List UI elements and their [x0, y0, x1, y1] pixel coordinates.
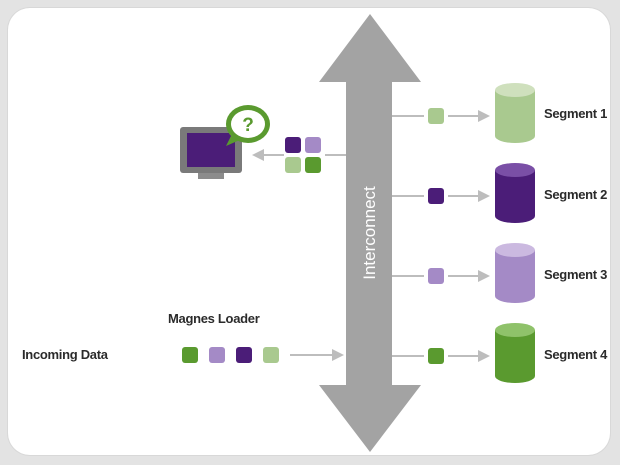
connector-arrowhead — [478, 110, 490, 122]
segment-row-4 — [392, 323, 535, 383]
segment-packet — [428, 348, 444, 364]
segments-group — [392, 83, 535, 383]
monitor-icon — [180, 127, 242, 179]
segment-4-label: Segment 4 — [544, 347, 608, 362]
question-bubble-icon: ? — [226, 105, 270, 146]
result-packet — [305, 137, 321, 153]
incoming-packet — [182, 347, 198, 363]
connector-arrowhead — [478, 350, 490, 362]
result-packets-grid — [285, 137, 321, 173]
segment-row-3 — [392, 243, 535, 303]
connector-arrowhead — [478, 190, 490, 202]
interconnect-label: Interconnect — [360, 186, 379, 280]
segment-row-2 — [392, 163, 535, 223]
result-packet — [305, 157, 321, 173]
segment-packet — [428, 108, 444, 124]
incoming-packet — [236, 347, 252, 363]
incoming-packet — [263, 347, 279, 363]
return-arrow — [252, 149, 346, 161]
result-packet — [285, 137, 301, 153]
database-icon — [495, 163, 535, 223]
incoming-packets — [182, 347, 279, 363]
result-packet — [285, 157, 301, 173]
connector-arrowhead — [478, 270, 490, 282]
database-icon — [495, 243, 535, 303]
database-icon — [495, 83, 535, 143]
segment-3-label: Segment 3 — [544, 267, 608, 282]
incoming-packet — [209, 347, 225, 363]
segment-packet — [428, 268, 444, 284]
incoming-arrow — [290, 349, 344, 361]
interconnect-arrow — [319, 14, 421, 452]
segment-row-1 — [392, 83, 535, 143]
segment-2-label: Segment 2 — [544, 187, 608, 202]
segment-1-label: Segment 1 — [544, 106, 608, 121]
incoming-data-label: Incoming Data — [22, 347, 108, 362]
svg-text:?: ? — [242, 115, 254, 136]
segment-packet — [428, 188, 444, 204]
database-icon — [495, 323, 535, 383]
loader-label: Magnes Loader — [168, 311, 260, 326]
